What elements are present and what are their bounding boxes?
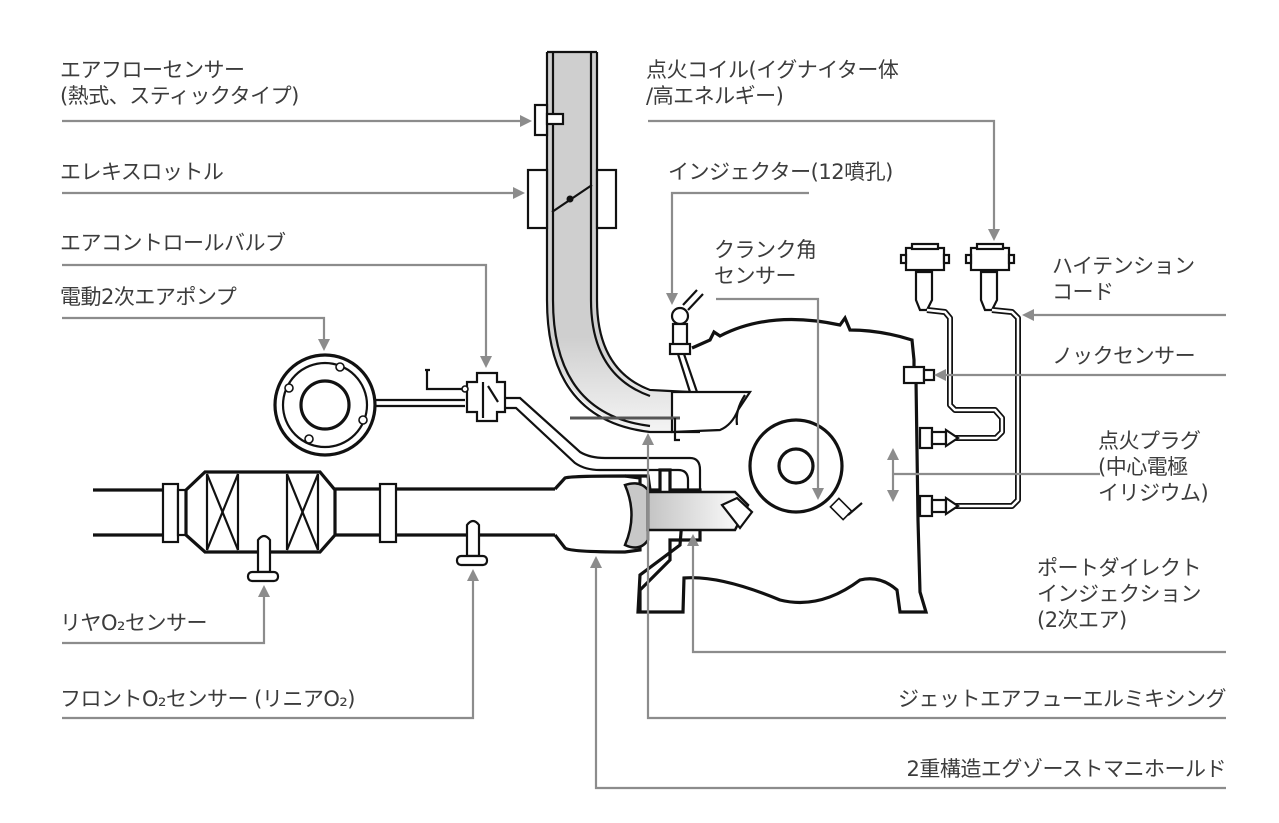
label-line: イリジウム) (1098, 481, 1209, 505)
secondary-air-pump-part (273, 353, 465, 457)
label-line: (2次エア) (1037, 608, 1127, 632)
label-line: 点火コイル(イグナイター体 (646, 58, 899, 82)
label-line: インジェクション (1037, 582, 1202, 606)
label-double-exhaust-manifold: 2重構造エグゾーストマニホールド (906, 756, 1226, 782)
exhaust-manifold-part (623, 468, 754, 612)
label-jet-air-fuel-mixing: ジェットエアフューエルミキシング (898, 686, 1227, 712)
label-line: コード (1052, 280, 1114, 304)
label-line: ポートダイレクト (1037, 556, 1202, 580)
label-spark-plug: 点火プラグ (中心電極 イリジウム) (1098, 428, 1209, 506)
label-air-flow-sensor: エアフローセンサー (熱式、スティックタイプ) (60, 57, 299, 109)
ignition-coil-right (964, 242, 1016, 312)
label-electronic-throttle: エレキスロットル (60, 159, 224, 185)
label-line: ハイテンション (1052, 254, 1195, 278)
label-ignition-coil: 点火コイル(イグナイター体 /高エネルギー) (646, 57, 899, 109)
air-control-valve-part (425, 368, 507, 423)
intake-pipe (545, 50, 720, 434)
exhaust-pipe (93, 470, 642, 554)
rear-o2-sensor-part (246, 534, 280, 583)
spark-plug-upper (918, 426, 960, 450)
label-line: エアコントロールバルブ (60, 231, 286, 255)
label-line: センサー (714, 264, 796, 288)
label-line: クランク角 (714, 238, 817, 262)
label-line: ジェットエアフューエルミキシング (898, 687, 1227, 711)
crank-angle-sensor-part (829, 497, 863, 521)
secondary-air-pipe (505, 396, 702, 495)
label-high-tension-cord: ハイテンション コード (1052, 253, 1195, 305)
knock-sensor-part (902, 365, 936, 385)
air-flow-sensor-part (533, 103, 565, 137)
injector-part (668, 289, 704, 393)
label-line: 電動2次エアポンプ (60, 285, 237, 309)
intake-port-part (570, 390, 753, 442)
engine-block (636, 314, 929, 614)
label-line: (中心電極 (1098, 455, 1188, 479)
ignition-coil-left (899, 242, 951, 312)
label-knock-sensor: ノックセンサー (1052, 343, 1196, 369)
leader-lines (62, 115, 1226, 790)
label-line: 2重構造エグゾーストマニホールド (906, 757, 1226, 781)
front-o2-sensor-part (455, 519, 489, 567)
label-line: リヤO₂センサー (60, 611, 207, 635)
label-line: ノックセンサー (1052, 344, 1196, 368)
label-port-direct-injection: ポートダイレクト インジェクション (2次エア) (1037, 555, 1202, 633)
label-injector: インジェクター(12噴孔) (668, 159, 893, 185)
spark-plug-lower (918, 494, 960, 518)
electronic-throttle-part (526, 168, 618, 230)
label-crank-angle-sensor: クランク角 センサー (714, 237, 817, 289)
label-air-control-valve: エアコントロールバルブ (60, 230, 286, 256)
label-line: /高エネルギー) (646, 84, 784, 108)
label-line: エレキスロットル (60, 160, 224, 184)
label-line: (熱式、スティックタイプ) (60, 84, 299, 108)
label-line: フロントO₂センサー (リニアO₂) (60, 687, 355, 711)
label-line: 点火プラグ (1098, 429, 1201, 453)
label-electric-secondary-air-pump: 電動2次エアポンプ (60, 284, 237, 310)
high-tension-cords (926, 307, 1021, 509)
label-line: エアフローセンサー (60, 58, 245, 82)
label-line: インジェクター(12噴孔) (668, 160, 893, 184)
label-front-o2-sensor: フロントO₂センサー (リニアO₂) (60, 686, 355, 712)
label-rear-o2-sensor: リヤO₂センサー (60, 610, 207, 636)
